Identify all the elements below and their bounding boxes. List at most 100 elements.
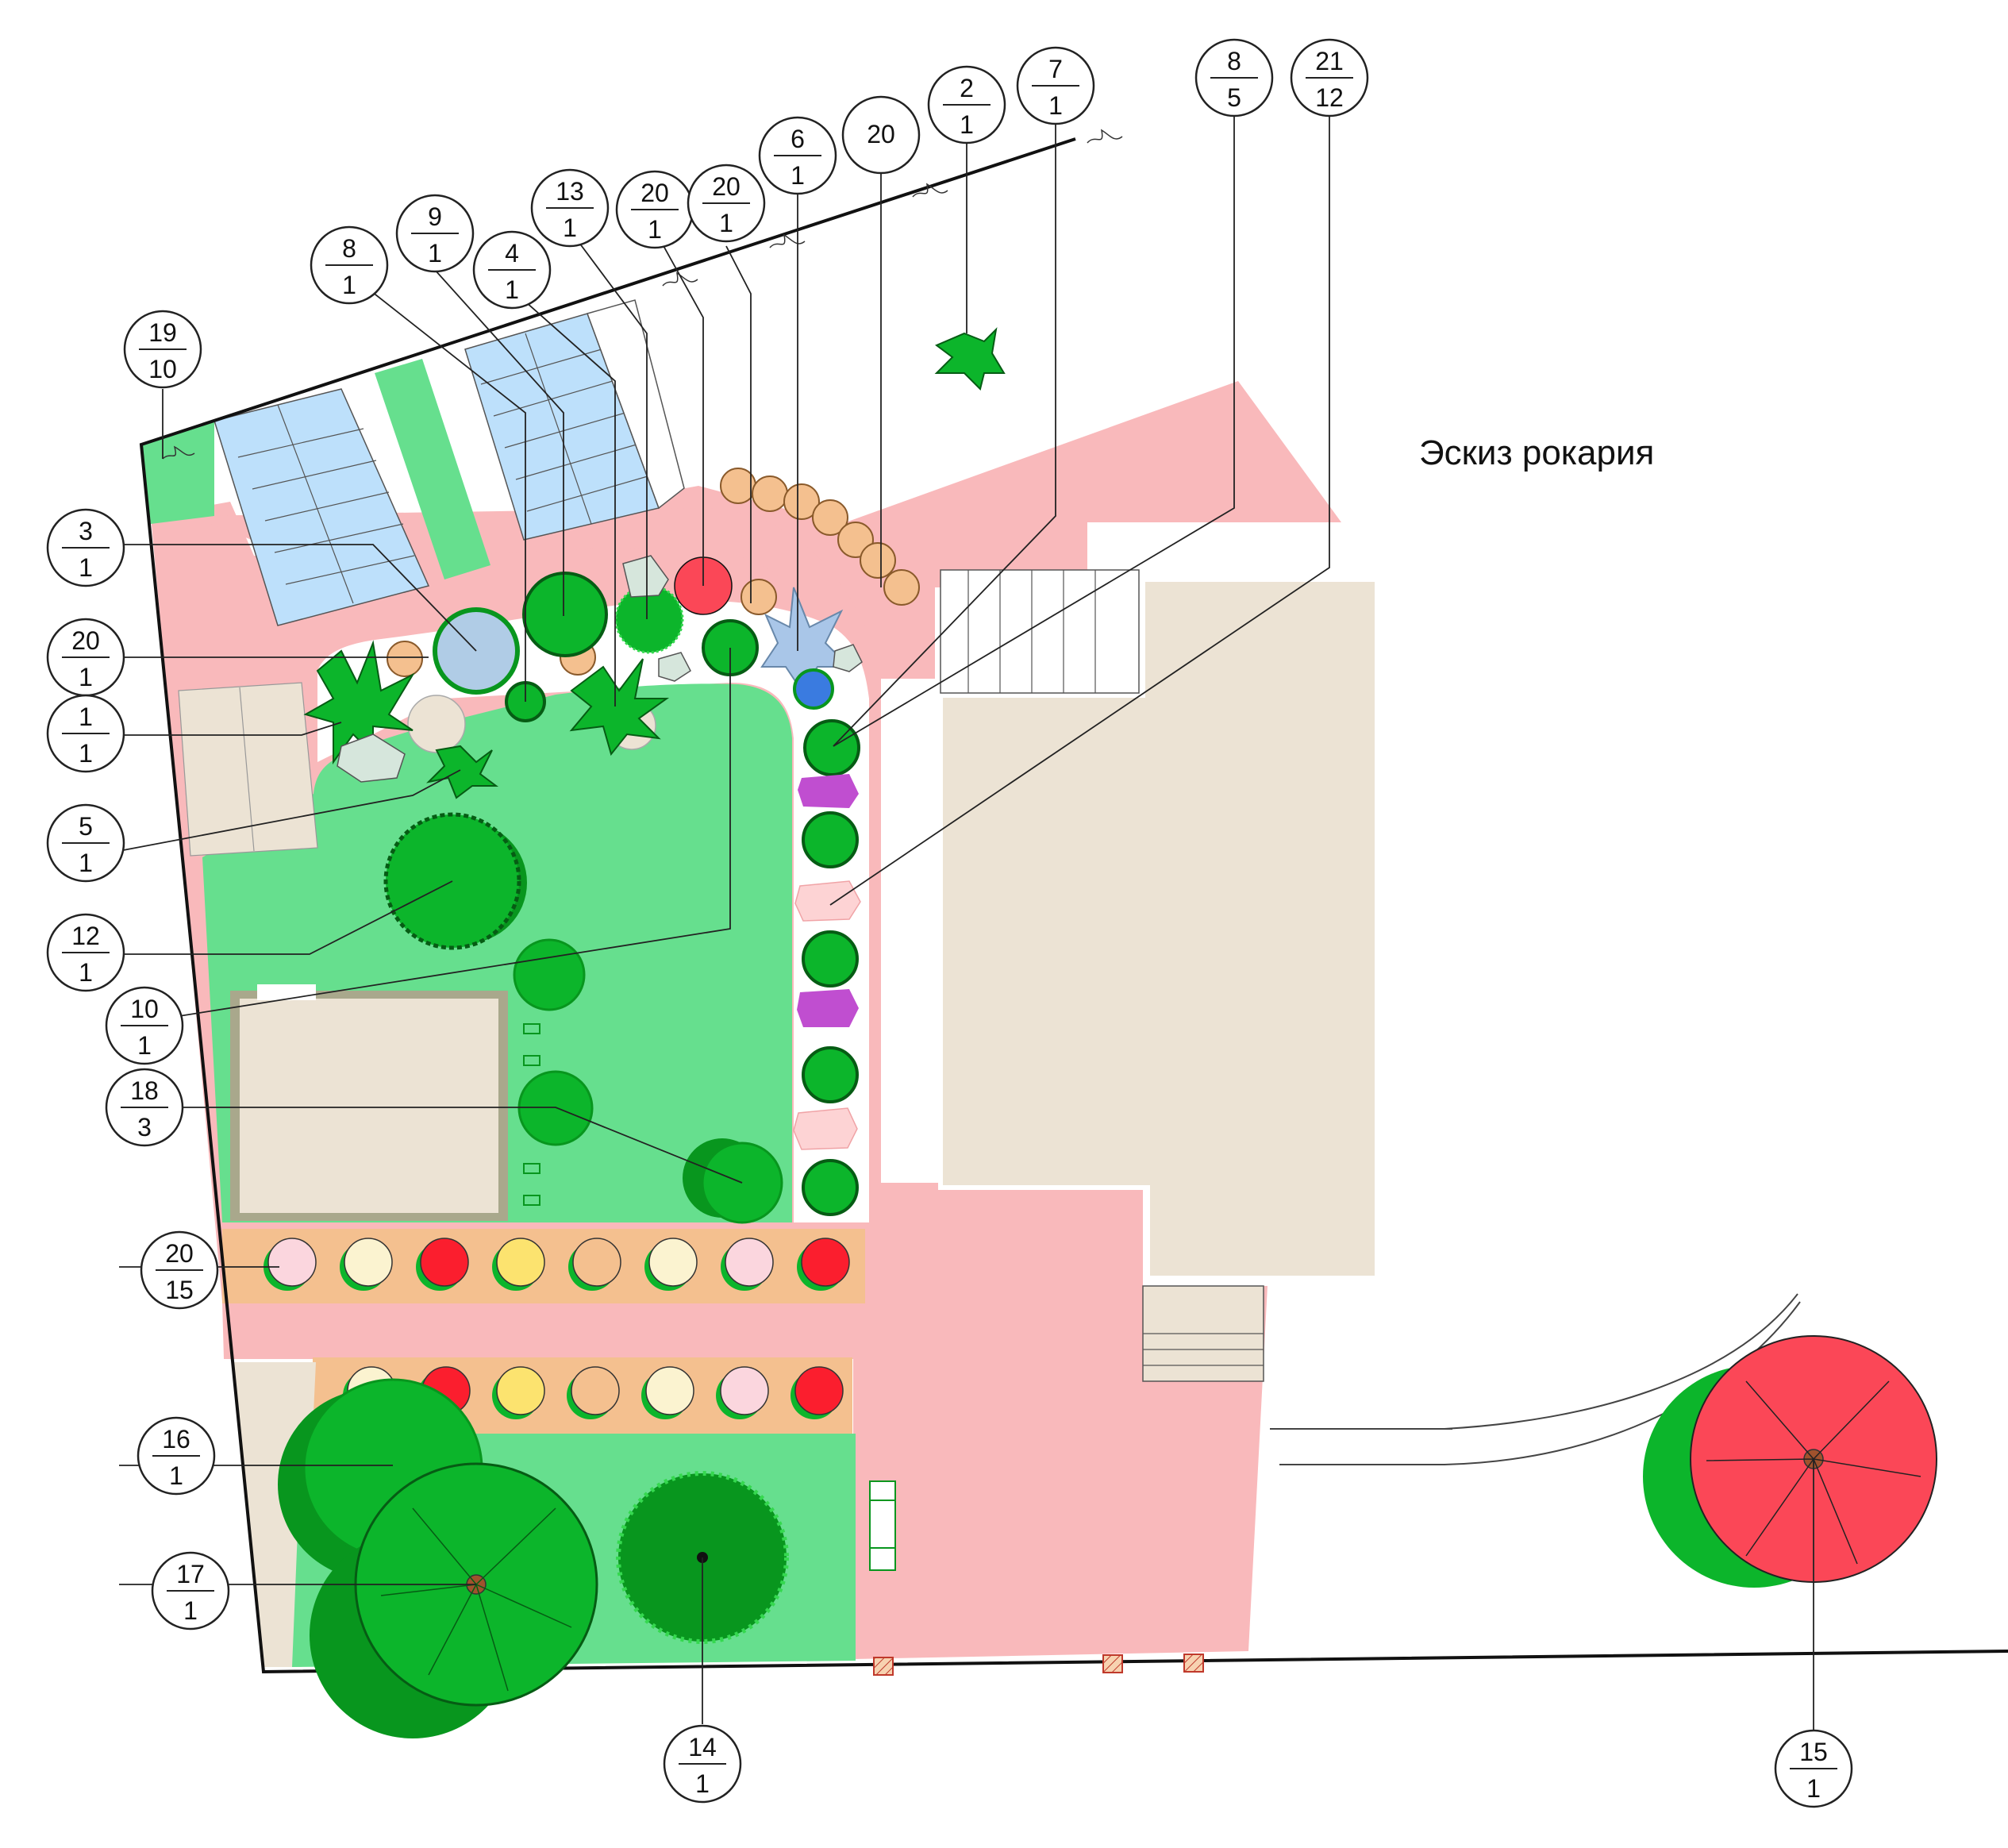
post-2: [1102, 1654, 1123, 1673]
drive-line: [1274, 1293, 1798, 1430]
callout-top: 3: [79, 517, 93, 545]
plan-title: Эскиз рокария: [1419, 433, 1654, 472]
callout-c-5-1: 51: [46, 803, 125, 883]
callout-top: 10: [130, 995, 159, 1023]
callout-bottom: 1: [79, 849, 93, 877]
callout-bottom: 1: [79, 958, 93, 987]
orange-shrub: [860, 542, 896, 579]
callout-bottom: 15: [165, 1276, 194, 1304]
gazebo-gap: [257, 984, 316, 1000]
callout-bottom: 1: [563, 214, 577, 242]
callout-top: 8: [342, 234, 356, 263]
rose-bush: [571, 1366, 620, 1415]
callout-bottom: 3: [137, 1113, 152, 1142]
callout-top: 7: [1048, 55, 1063, 83]
callout-c-17-1: 171: [151, 1551, 230, 1630]
callout-c-1-1: 11: [46, 694, 125, 773]
branches: [380, 1507, 572, 1692]
callout-c-8-5: 85: [1194, 38, 1274, 117]
callout-top: 5: [79, 812, 93, 841]
rose-bush: [420, 1238, 469, 1287]
tile-frame: [587, 299, 685, 510]
post-1: [873, 1657, 894, 1676]
rock-1: [337, 733, 406, 783]
border-shrub: [802, 1159, 859, 1216]
roses-row-1: [264, 1238, 850, 1291]
border-shrub: [802, 930, 859, 988]
callout-top: 20: [165, 1239, 194, 1268]
orange-shrub: [883, 569, 920, 606]
rose-bush: [496, 1238, 545, 1287]
callout-top: 21: [1315, 47, 1344, 75]
border-shrub: [802, 811, 859, 868]
callout-top: 2: [960, 74, 974, 102]
orange-shrub: [783, 483, 820, 520]
callout-top: 20: [867, 120, 895, 148]
rose-bush: [496, 1366, 545, 1415]
callout-top: 13: [556, 177, 584, 206]
callout-bottom: 1: [505, 275, 519, 304]
shrub-spiky: [614, 584, 684, 654]
purple-stone: [798, 774, 859, 808]
callout-c-20-top: 20: [841, 95, 921, 175]
callout-bottom: 5: [1227, 83, 1241, 112]
grass-clump-3: [425, 745, 498, 799]
rose-bush: [267, 1238, 317, 1287]
callout-c-20-1-b: 201: [687, 164, 766, 243]
callout-top: 18: [130, 1076, 159, 1105]
border-shrub: [802, 1046, 859, 1103]
rock-4: [833, 644, 863, 672]
corner-lawn: [141, 421, 214, 524]
callout-bottom: 1: [1806, 1774, 1821, 1803]
callout-c-3-1: 31: [46, 508, 125, 587]
callout-top: 20: [712, 172, 740, 201]
callout-bottom: 1: [695, 1769, 710, 1798]
stairs-top: [940, 569, 1140, 694]
callout-bottom: 1: [183, 1596, 198, 1625]
callout-c-20-1-c: 201: [46, 618, 125, 697]
callout-bottom: 1: [79, 553, 93, 582]
callout-bottom: 1: [648, 215, 662, 244]
rock-3: [658, 652, 691, 682]
orange-shrub: [752, 475, 788, 512]
callout-c-4-1: 41: [472, 230, 552, 310]
gazebo-floor: [240, 999, 498, 1213]
callout-top: 17: [176, 1560, 205, 1588]
callout-c-15-1: 151: [1774, 1729, 1853, 1808]
border-column: [793, 719, 861, 1216]
grass-clump-2: [569, 658, 670, 757]
grass-clump-4: [934, 327, 1006, 391]
paving-right: [938, 577, 1379, 1280]
callout-bottom: 1: [137, 1031, 152, 1060]
callout-top: 12: [71, 922, 100, 950]
callout-top: 16: [162, 1425, 190, 1453]
callout-top: 4: [505, 239, 519, 268]
callout-top: 14: [688, 1733, 717, 1761]
tile-panel-right: [464, 313, 660, 541]
callout-bottom: 12: [1315, 83, 1344, 112]
callout-bottom: 1: [79, 663, 93, 691]
orange-shrub: [740, 579, 777, 615]
callout-top: 8: [1227, 47, 1241, 75]
callout-top: 19: [148, 318, 177, 347]
callout-bottom: 1: [79, 739, 93, 768]
beige-boulder: [407, 695, 466, 753]
shrub-round: [522, 572, 608, 657]
drive-line-4: [1279, 1301, 1801, 1465]
callout-top: 9: [428, 202, 442, 231]
callout-bottom: 10: [148, 355, 177, 383]
seats: [523, 1023, 540, 1206]
callout-bottom: 1: [1048, 91, 1063, 120]
callout-bottom: 1: [428, 239, 442, 268]
post-3: [1183, 1654, 1204, 1673]
callout-c-20-1-a: 201: [615, 170, 694, 249]
callout-c-8-1: 81: [310, 225, 389, 305]
callout-bottom: 1: [719, 209, 733, 237]
site-boundary: [139, 137, 2008, 1674]
paving-left: [178, 682, 318, 857]
pink-stone: [794, 880, 861, 922]
